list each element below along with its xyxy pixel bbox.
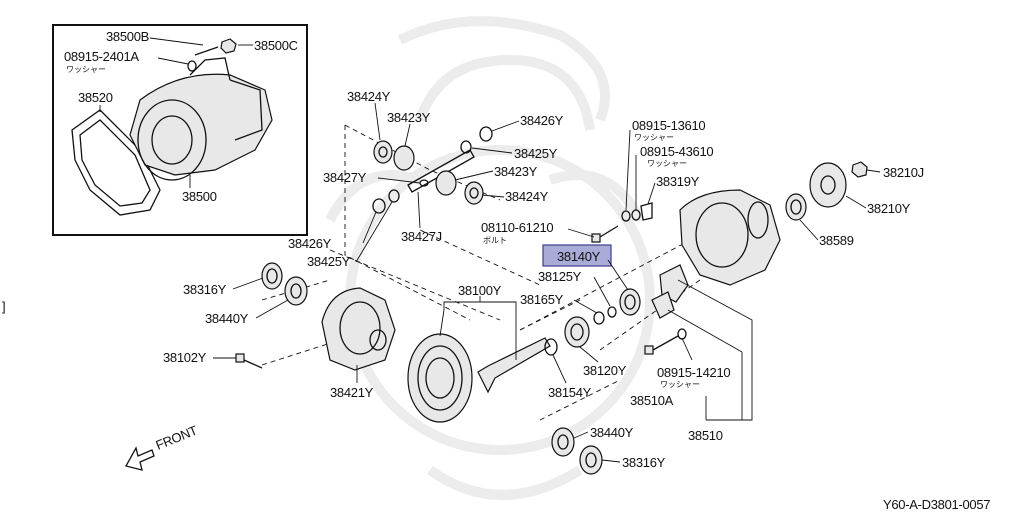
stud-bolt-38500B[interactable] [194, 46, 219, 56]
leader-lines [213, 102, 881, 463]
shim-38165Y[interactable] [593, 311, 605, 325]
inset-frame [52, 24, 308, 236]
label-38425Y-a: 38425Y [514, 146, 558, 161]
label-38423Y-b: 38423Y [494, 164, 538, 179]
ring-gear-38100Y[interactable] [407, 333, 473, 423]
companion-flange-38210Y[interactable] [809, 162, 847, 208]
bearing-race-38316Y-b[interactable] [579, 445, 603, 475]
drive-pinion-38100Y[interactable] [477, 337, 551, 394]
label-08915-13610: 08915-13610 [632, 118, 705, 133]
inset-leaders [99, 37, 253, 188]
bearing-38120Y[interactable] [564, 316, 590, 348]
spacer-38125Y[interactable] [607, 306, 617, 318]
bolt-08110-61210[interactable] [591, 225, 619, 243]
washer-38425Y-a[interactable] [460, 140, 472, 154]
pinion-gear-38423Y-a[interactable] [393, 145, 415, 171]
label-38319Y: 38319Y [656, 174, 700, 189]
label-08915-13610-desc: ワッシャー [634, 133, 674, 142]
bearing-38440Y-b[interactable] [551, 427, 575, 457]
label-38102Y: 38102Y [163, 350, 207, 365]
label-38520: 38520 [78, 90, 113, 105]
label-38500C: 38500C [254, 38, 298, 53]
label-38210J: 38210J [883, 165, 924, 180]
label-08915-2401A-desc: ワッシャー [66, 65, 106, 74]
front-arrow-icon [125, 446, 155, 471]
washer-08915-2401A[interactable] [187, 60, 197, 72]
front-label: FRONT [154, 423, 200, 453]
highlight-38140Y[interactable] [542, 244, 612, 267]
label-08915-43610: 08915-43610 [640, 144, 713, 159]
bolt-38102Y[interactable] [235, 353, 263, 369]
nut-38210J[interactable] [851, 161, 868, 178]
washer-38425Y-b[interactable] [388, 189, 400, 203]
label-08110-61210-desc: ボルト [483, 236, 507, 245]
bearing-race-38316Y-a[interactable] [261, 262, 283, 290]
label-38165Y: 38165Y [520, 292, 564, 307]
label-38125Y: 38125Y [538, 269, 582, 284]
washer-08915-13610[interactable] [621, 210, 631, 222]
label-08915-43610-desc: ワッシャー [647, 159, 687, 168]
label-38154Y: 38154Y [548, 385, 592, 400]
label-38100Y: 38100Y [458, 283, 502, 298]
bearing-38440Y-a[interactable] [284, 276, 308, 306]
label-38421Y: 38421Y [330, 385, 374, 400]
label-08915-2401A: 08915-2401A [64, 49, 139, 64]
label-38440Y-a: 38440Y [205, 311, 249, 326]
side-gear-38424Y-b[interactable] [464, 181, 484, 205]
label-08110-61210: 08110-61210 [481, 220, 553, 235]
side-gear-38424Y-a[interactable] [373, 140, 393, 164]
differential-case-38421Y[interactable] [321, 287, 396, 371]
bearing-cap-38510[interactable] [651, 291, 675, 319]
gasket-38520[interactable] [71, 109, 161, 216]
label-38210Y: 38210Y [867, 201, 911, 216]
label-38510: 38510 [688, 428, 723, 443]
label-38440Y-b: 38440Y [590, 425, 634, 440]
label-38589: 38589 [819, 233, 854, 248]
label-38500B: 38500B [106, 29, 149, 44]
label-38140Y[interactable]: 38140Y [557, 249, 601, 264]
label-38426Y-b: 38426Y [288, 236, 332, 251]
nut-38500C[interactable] [220, 38, 237, 54]
label-38120Y: 38120Y [583, 363, 627, 378]
lock-plate-38319Y[interactable] [640, 202, 653, 221]
edge-bracket-mark: ] [2, 299, 5, 314]
oil-seal-38589[interactable] [785, 193, 807, 221]
label-38316Y-b: 38316Y [622, 455, 666, 470]
bearing-38140Y[interactable] [619, 288, 641, 316]
label-38510A: 38510A [630, 393, 674, 408]
label-38427Y: 38427Y [323, 170, 367, 185]
label-38424Y-a: 38424Y [347, 89, 391, 104]
carrier-housing[interactable] [679, 189, 781, 286]
label-38500: 38500 [182, 189, 217, 204]
pinion-shaft-38427J[interactable] [407, 149, 475, 193]
label-38426Y-a: 38426Y [520, 113, 564, 128]
label-38427J: 38427J [401, 229, 442, 244]
label-38316Y-a: 38316Y [183, 282, 227, 297]
label-08915-14210: 08915-14210 [657, 365, 730, 380]
label-08915-14210-desc: ワッシャー [660, 380, 700, 389]
washer-38426Y-a[interactable] [479, 126, 493, 142]
label-38425Y-b: 38425Y [307, 254, 351, 269]
carrier-assembly-38500[interactable] [129, 57, 273, 181]
pinion-gear-38423Y-b[interactable] [435, 170, 457, 196]
label-38423Y-a: 38423Y [387, 110, 431, 125]
diagram-reference-code: Y60-A-D3801-0057 [883, 497, 990, 512]
label-38424Y-b: 38424Y [505, 189, 549, 204]
spacer-38154Y[interactable] [544, 338, 558, 356]
washer-38426Y-b[interactable] [372, 198, 386, 214]
